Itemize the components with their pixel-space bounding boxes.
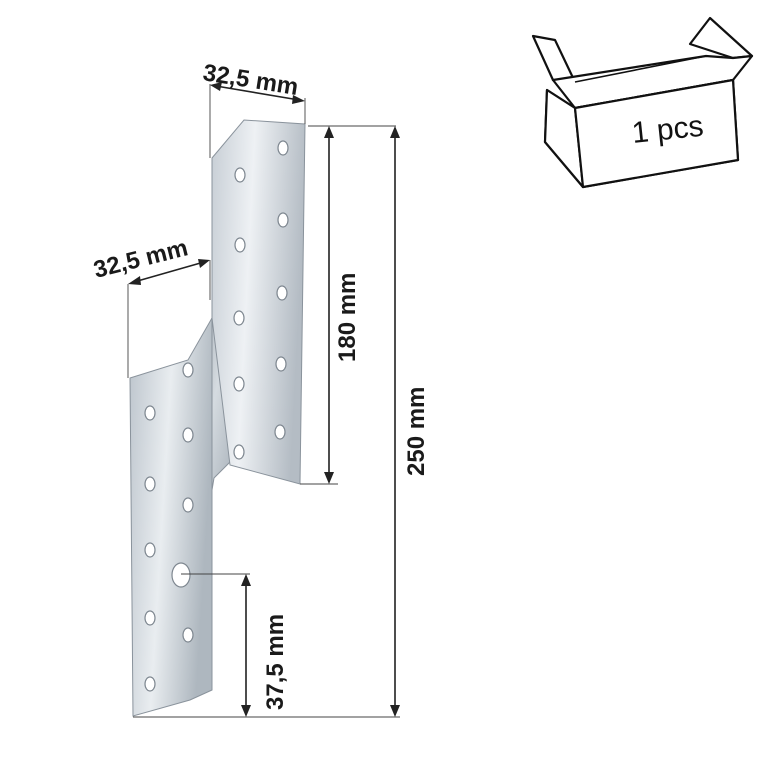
dimension-upper-height: 180 mm bbox=[300, 125, 396, 485]
hole bbox=[274, 424, 286, 440]
hole bbox=[144, 610, 156, 626]
bracket-upper-plate bbox=[211, 119, 306, 485]
hole bbox=[144, 405, 156, 421]
hole bbox=[233, 444, 245, 460]
dimension-total-height: 250 mm bbox=[133, 126, 430, 718]
hole bbox=[234, 167, 246, 183]
hole-height-label: 37,5 mm bbox=[262, 614, 289, 710]
hole bbox=[182, 362, 194, 378]
hole-large bbox=[171, 562, 191, 588]
hole bbox=[182, 627, 194, 643]
total-height-label: 250 mm bbox=[403, 387, 430, 476]
upper-plate-holes bbox=[233, 140, 289, 460]
quantity-label: 1 pcs bbox=[630, 110, 705, 150]
hole bbox=[144, 476, 156, 492]
dimension-hole-height: 37,5 mm bbox=[181, 573, 289, 717]
hole bbox=[275, 356, 287, 372]
hole bbox=[277, 140, 289, 156]
hole bbox=[144, 676, 156, 692]
hole bbox=[233, 376, 245, 392]
hole bbox=[233, 310, 245, 326]
cardboard-box-icon: 1 pcs bbox=[531, 16, 754, 189]
upper-height-label: 180 mm bbox=[334, 273, 361, 362]
lower-plate-holes bbox=[144, 362, 194, 692]
hole bbox=[234, 237, 246, 253]
side-width-label: 32,5 mm bbox=[91, 234, 191, 283]
hole bbox=[276, 285, 288, 301]
top-width-label: 32,5 mm bbox=[201, 59, 300, 101]
angle-bracket bbox=[129, 119, 306, 717]
hole bbox=[182, 427, 194, 443]
hole bbox=[277, 212, 289, 228]
hole bbox=[144, 542, 156, 558]
hole bbox=[182, 497, 194, 513]
bracket-lower-plate bbox=[129, 316, 213, 717]
